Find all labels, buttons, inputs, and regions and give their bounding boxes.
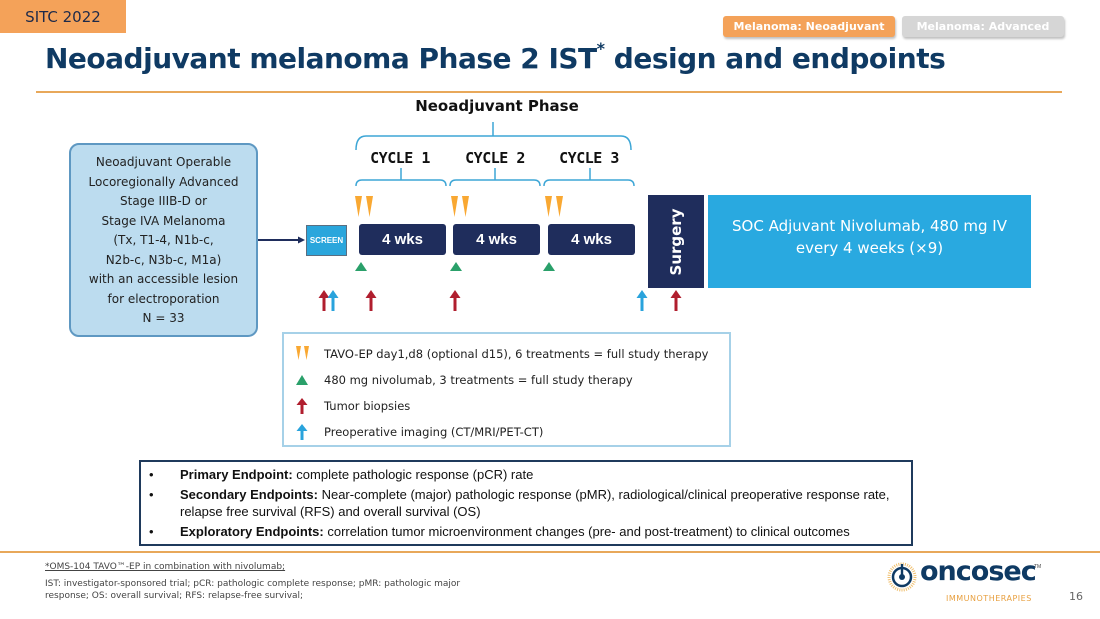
page-number: 16 (1069, 590, 1083, 603)
cycle-1-label: CYCLE 1 (370, 149, 430, 167)
page-title: Neoadjuvant melanoma Phase 2 IST* design… (45, 38, 946, 75)
tavo-ep-marker-icon (545, 196, 563, 217)
imaging-arrow-icon (636, 290, 648, 311)
population-line: N2b-c, N3b-c, M1a) (105, 252, 222, 267)
logo-wordmark: oncosec (920, 556, 1037, 587)
tavo-ep-marker-icon (296, 346, 309, 360)
screen-box: SCREEN (306, 225, 347, 256)
population-box: Neoadjuvant Operable Locoregionally Adva… (69, 143, 258, 337)
biopsy-arrow-icon (670, 290, 682, 311)
endpoint-label: Exploratory Endpoints: (180, 524, 324, 539)
population-line: with an accessible lesion (88, 272, 239, 286)
adjuvant-line-2: every 4 weeks (×9) (795, 238, 944, 257)
cycle-2-duration: 4 wks (453, 224, 540, 255)
neoadjuvant-phase-label: Neoadjuvant Phase (415, 97, 579, 115)
title-divider (36, 91, 1062, 93)
cycle-1-bracket (355, 168, 447, 187)
population-line: Locoregionally Advanced (88, 174, 239, 189)
legend-text: TAVO-EP day1,d8 (optional d15), 6 treatm… (324, 347, 709, 361)
surgery-label: Surgery (667, 208, 685, 275)
endpoint-text: correlation tumor microenvironment chang… (323, 524, 850, 539)
surgery-box: Surgery (648, 195, 704, 288)
cycle-3-label: CYCLE 3 (559, 149, 619, 167)
bullet: • (149, 524, 154, 539)
nivolumab-triangle-icon (296, 375, 308, 385)
footnote-link[interactable]: *OMS-104 TAVO™-EP in combination with ni… (45, 562, 286, 572)
endpoint-text: Near-complete (major) pathologic respons… (180, 487, 890, 519)
title-footnote-marker: * (596, 38, 605, 58)
title-main: Neoadjuvant melanoma Phase 2 IST (45, 42, 597, 75)
biopsy-arrow-icon (365, 290, 377, 311)
biopsy-arrow-icon (296, 398, 308, 414)
tab-melanoma-neoadjuvant[interactable]: Melanoma: Neoadjuvant (723, 16, 895, 37)
imaging-arrow-icon (296, 424, 308, 440)
endpoint-exploratory: • Exploratory Endpoints: correlation tum… (149, 523, 901, 540)
bullet: • (149, 467, 154, 482)
endpoint-text: complete pathologic response (pCR) rate (292, 467, 534, 482)
conference-badge: SITC 2022 (0, 0, 126, 33)
population-line: (Tx, T1-4, N1b-c, (113, 233, 214, 247)
cycle-3-duration: 4 wks (548, 224, 635, 255)
endpoints-box: • Primary Endpoint: complete pathologic … (139, 460, 913, 546)
endpoint-primary: • Primary Endpoint: complete pathologic … (149, 466, 901, 483)
logo-trademark: TM (1034, 564, 1042, 570)
endpoint-label: Primary Endpoint: (180, 467, 293, 482)
legend-text: 480 mg nivolumab, 3 treatments = full st… (324, 373, 633, 387)
nivolumab-triangle-icon (450, 262, 462, 271)
legend: TAVO-EP day1,d8 (optional d15), 6 treatm… (282, 332, 731, 447)
legend-text: Preoperative imaging (CT/MRI/PET-CT) (324, 425, 544, 439)
tab-melanoma-advanced[interactable]: Melanoma: Advanced (902, 16, 1064, 37)
population-line: for electroporation (107, 291, 220, 306)
legend-text: Tumor biopsies (324, 399, 411, 413)
cycle-2-label: CYCLE 2 (465, 149, 525, 167)
adjuvant-nivolumab-box: SOC Adjuvant Nivolumab, 480 mg IV every … (708, 195, 1031, 288)
biopsy-arrow-icon (318, 290, 330, 311)
nivolumab-triangle-icon (543, 262, 555, 271)
bullet: • (149, 487, 154, 502)
adjuvant-line-1: SOC Adjuvant Nivolumab, 480 mg IV (732, 216, 1007, 235)
endpoint-secondary: • Secondary Endpoints: Near-complete (ma… (149, 486, 901, 520)
population-line: Neoadjuvant Operable (95, 155, 232, 169)
logo-mark-icon (887, 562, 917, 592)
oncosec-logo: oncosec TM IMMUNOTHERAPIES (887, 556, 1067, 606)
tavo-ep-marker-icon (451, 196, 469, 217)
nivolumab-triangle-icon (355, 262, 367, 271)
cycle-1-duration: 4 wks (359, 224, 446, 255)
tavo-ep-marker-icon (355, 196, 373, 217)
schema-graphics (258, 122, 682, 311)
abbreviations-footnote: IST: investigator-sponsored trial; pCR: … (45, 579, 461, 601)
population-to-screen-arrow (258, 236, 305, 244)
footer-divider (0, 551, 1100, 553)
endpoint-label: Secondary Endpoints: (180, 487, 318, 502)
title-suffix: design and endpoints (604, 42, 946, 75)
logo-tagline: IMMUNOTHERAPIES (946, 594, 1032, 603)
cycle-2-bracket (449, 168, 541, 187)
biopsy-arrow-icon (449, 290, 461, 311)
cycle-3-bracket (543, 168, 635, 187)
population-line: Stage IVA Melanoma (101, 213, 226, 228)
imaging-arrow-icon (327, 290, 339, 311)
population-count: N = 33 (142, 311, 185, 325)
phase-bracket (355, 122, 632, 151)
population-line: Stage IIIB-D or (120, 194, 207, 208)
